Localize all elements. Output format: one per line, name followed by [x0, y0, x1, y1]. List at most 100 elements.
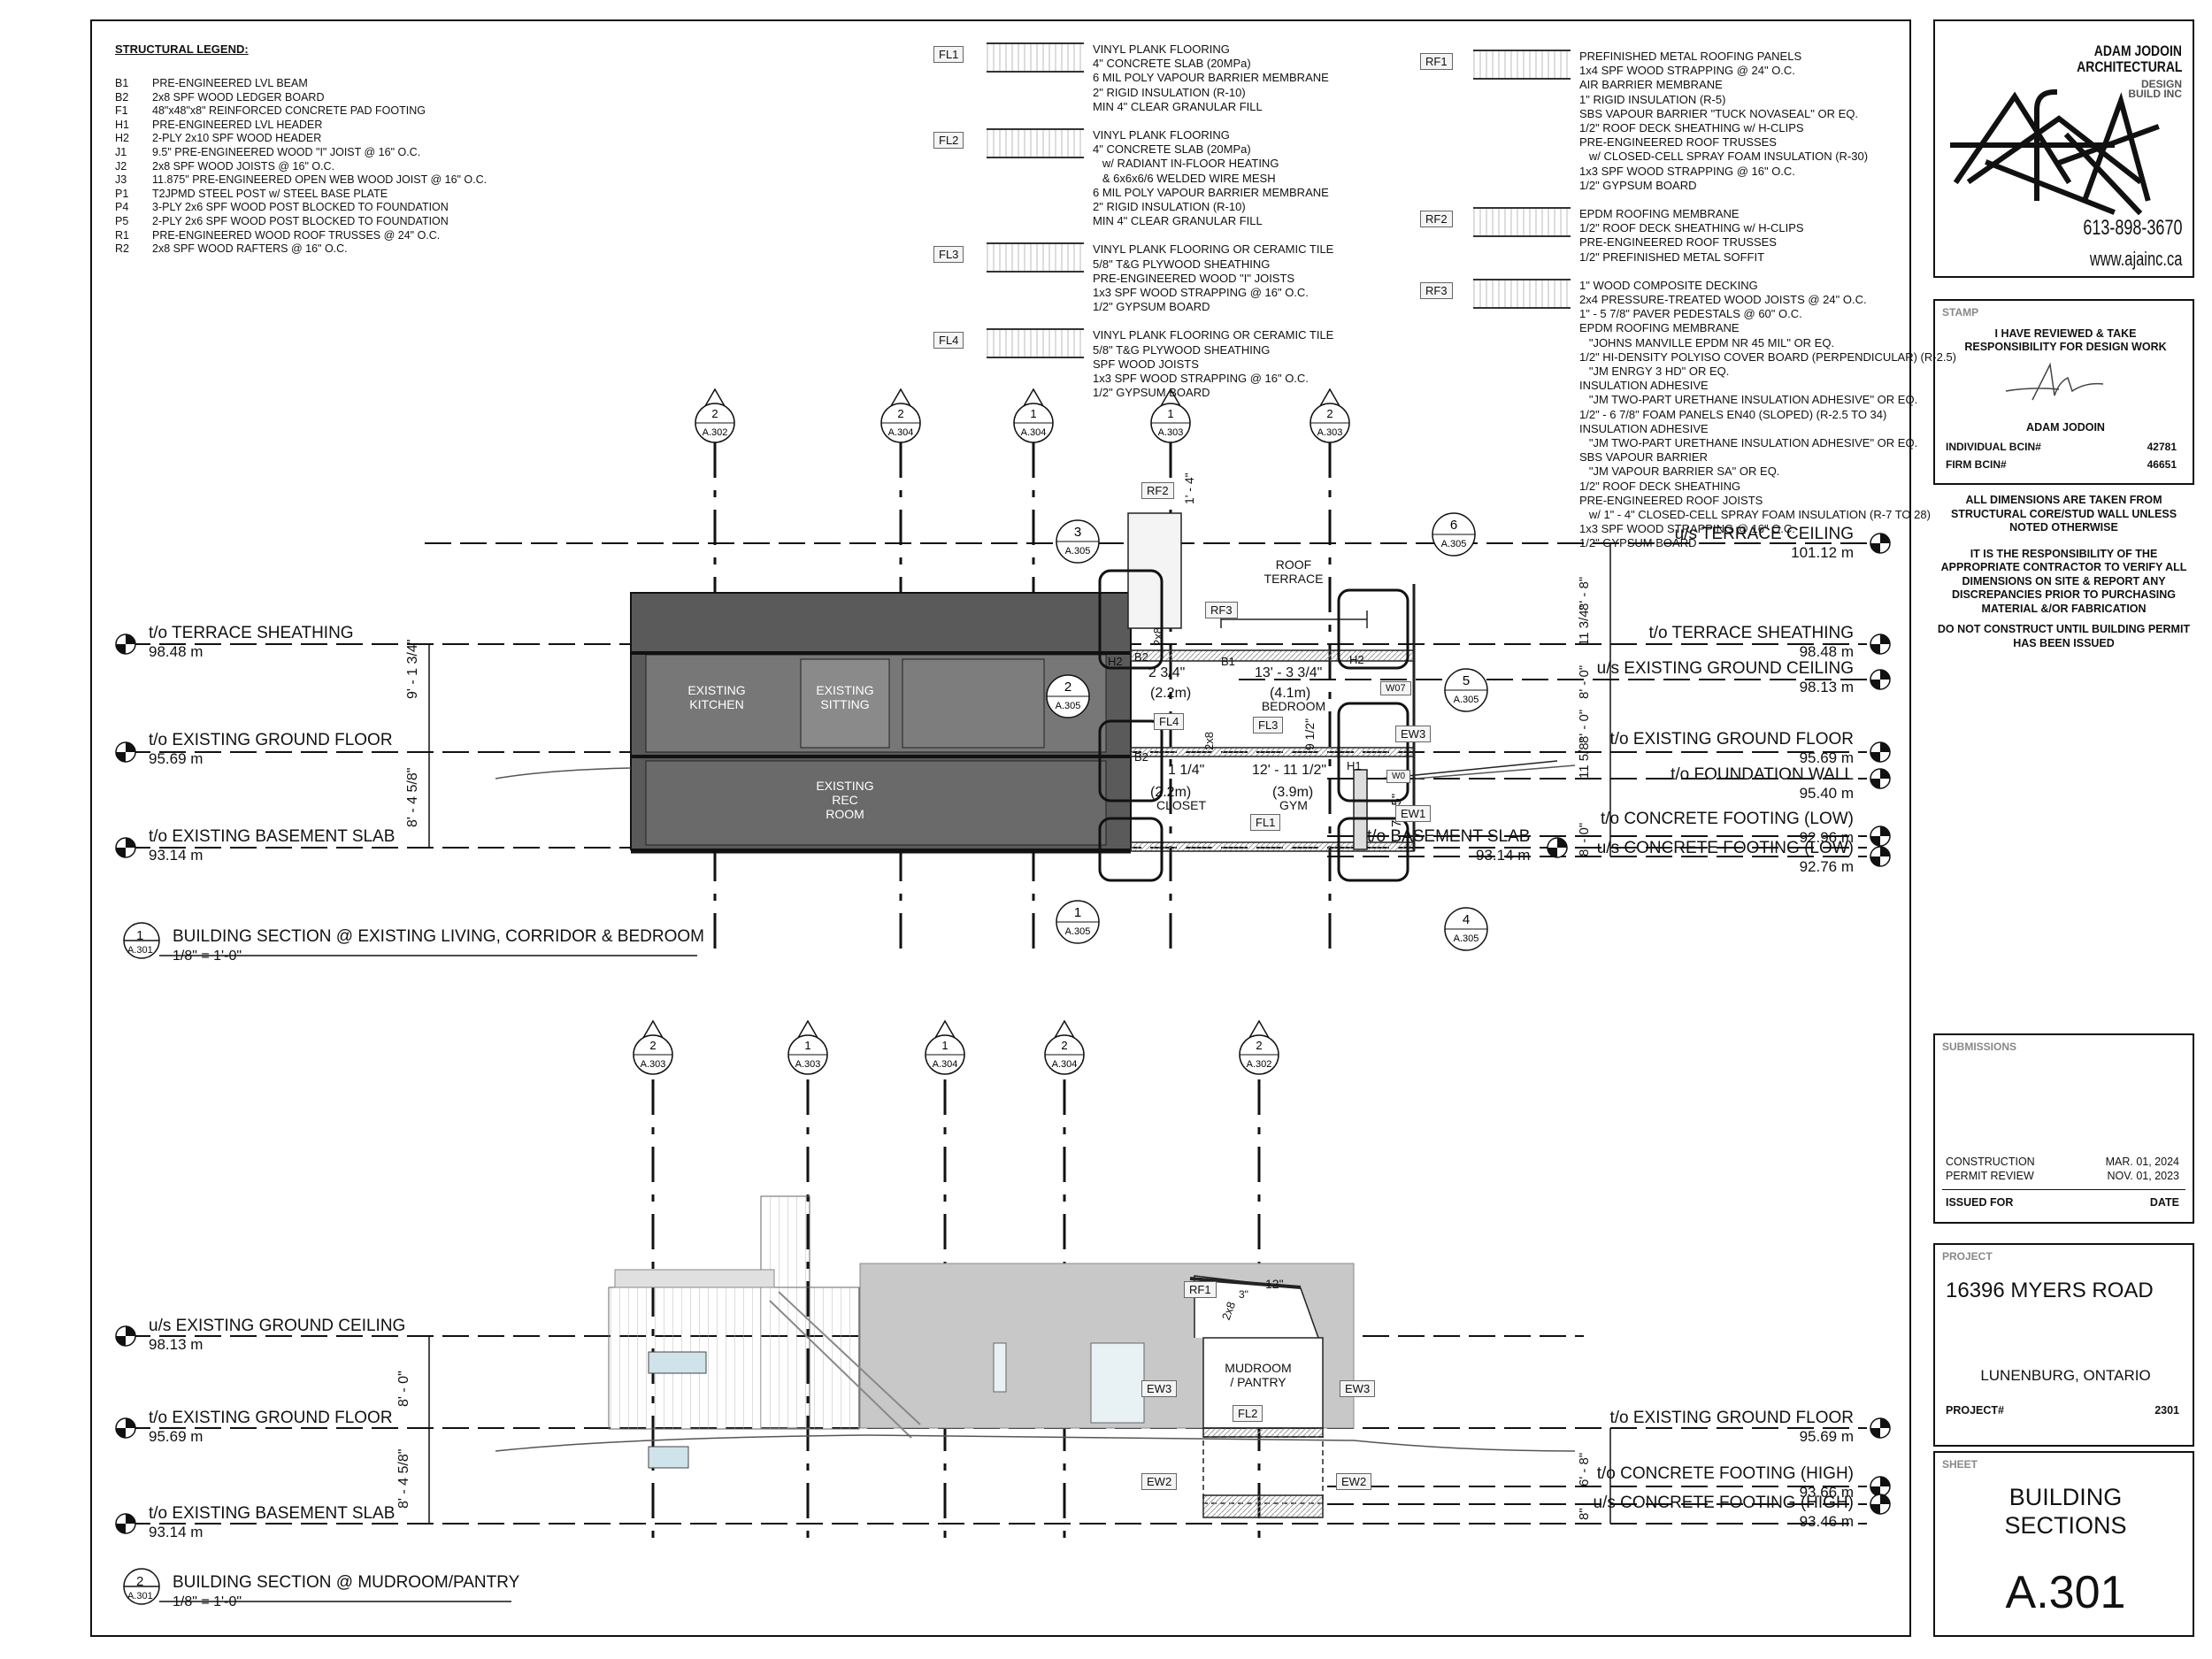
detail-sheet: A.305 — [1454, 695, 1479, 705]
tag-fl3: FL3 — [1253, 717, 1284, 733]
tag-ew3-right: EW3 — [1340, 1380, 1376, 1397]
level-value: 95.69 m — [1799, 1428, 1854, 1445]
assembly-swatch — [1473, 278, 1571, 309]
tag-fl4: FL4 — [1154, 713, 1185, 730]
assembly-lines: VINYL PLANK FLOORING OR CERAMIC TILE 5/8… — [1093, 328, 1334, 400]
level-value: 95.69 m — [1799, 749, 1854, 766]
s1-dim-right-8: 9 1/2" — [1302, 718, 1317, 750]
tag-h2-right: H2 — [1349, 653, 1364, 666]
legend-code: J3 — [115, 173, 127, 187]
legend-desc: 2x8 SPF WOOD RAFTERS @ 16" O.C. — [152, 242, 348, 256]
legend-code: J1 — [115, 145, 127, 158]
s1-level-right-7: t/o BASEMENT SLAB 93.14 m — [1367, 827, 1530, 864]
detail-num: 4 — [1463, 912, 1470, 927]
title-bubbles — [123, 922, 697, 1605]
assembly-lines: EPDM ROOFING MEMBRANE 1/2" ROOF DECK SHE… — [1579, 207, 1804, 264]
section1-num: 1 — [136, 928, 144, 943]
grid-bubble: 1A.304 — [925, 1019, 965, 1075]
firm-label: FIRM BCIN# — [1946, 458, 2007, 471]
level-name: t/o EXISTING BASEMENT SLAB — [149, 1504, 396, 1523]
grid-bubble: 1A.303 — [787, 1019, 828, 1075]
section2-scale: 1/8" = 1'-0" — [173, 1594, 242, 1609]
s1-level-right-1: t/o TERRACE SHEATHING 98.48 m — [1648, 624, 1854, 661]
logo-box: ADAM JODOIN ARCHITECTURAL DESIGN BUILD I… — [1933, 19, 2194, 278]
room-dim-7: (3.9m) — [1272, 785, 1314, 800]
tag-rf3: RF3 — [1205, 602, 1238, 618]
project-address: 16396 MYERS ROAD — [1946, 1279, 2154, 1302]
level-value: 92.76 m — [1799, 858, 1854, 875]
level-target-icon — [1870, 846, 1891, 867]
level-name: u/s CONCRETE FOOTING (HIGH) — [1593, 1494, 1855, 1512]
project-num: 2301 — [2154, 1404, 2179, 1417]
level-name: t/o EXISTING GROUND FLOOR — [1609, 1409, 1854, 1427]
detail-sheet: A.305 — [1065, 546, 1091, 557]
level-target-icon — [1870, 1476, 1891, 1497]
bcin-label: INDIVIDUAL BCIN# — [1946, 441, 2041, 453]
level-name: t/o EXISTING GROUND FLOOR — [1609, 730, 1854, 749]
grid-bubble: 2A.303 — [633, 1019, 673, 1075]
grid-bubble: 2A.303 — [1310, 388, 1350, 443]
legend-desc: 2-PLY 2x6 SPF WOOD POST BLOCKED TO FOUND… — [152, 214, 449, 227]
s1-level-left-2: t/o EXISTING BASEMENT SLAB 93.14 m — [149, 827, 395, 864]
s1-level-left-0: t/o TERRACE SHEATHING 98.48 m — [149, 624, 354, 661]
room-roof-terrace: ROOF TERRACE — [1263, 557, 1324, 586]
issued-for-header: ISSUED FOR — [1946, 1196, 2014, 1209]
assembly-lines: PREFINISHED METAL ROOFING PANELS 1x4 SPF… — [1579, 50, 1869, 192]
tag-rf1: RF1 — [1184, 1281, 1217, 1298]
logo-web: www.ajainc.ca — [2089, 248, 2182, 270]
grid-bubble-num: 2 — [1256, 1039, 1262, 1052]
grid-bubble: 2A.304 — [880, 388, 921, 443]
date-header: DATE — [2149, 1196, 2179, 1209]
project-box: PROJECT 16396 MYERS ROAD LUNENBURG, ONTA… — [1933, 1243, 2194, 1447]
level-name: t/o EXISTING GROUND FLOOR — [149, 731, 393, 749]
room-existing-sitting: EXISTING SITTING — [816, 683, 874, 711]
room-closet: CLOSET — [1156, 798, 1206, 812]
tag-2x8-bottom: 2x8 — [1202, 732, 1216, 750]
tag-ew2-left: EW2 — [1141, 1473, 1178, 1490]
stamp-name: ADAM JODOIN — [2026, 421, 2105, 434]
assembly-swatch — [987, 42, 1084, 73]
level-target-icon — [115, 1417, 136, 1439]
level-target-icon — [115, 634, 136, 655]
grid-bubble-num: 1 — [1167, 407, 1173, 420]
s2-dim-right-1: 8" — [1577, 1508, 1592, 1520]
level-value: 98.13 m — [1799, 679, 1854, 695]
sheet-number: A.301 — [2005, 1567, 2126, 1618]
room-dim-2: 13' - 3 3/4" — [1255, 665, 1323, 680]
assembly-tag: FL4 — [933, 332, 964, 349]
level-value: 93.14 m — [149, 1524, 204, 1540]
tag-rf2: RF2 — [1141, 482, 1174, 499]
level-name: t/o TERRACE SHEATHING — [1648, 624, 1854, 642]
project-header: PROJECT — [1942, 1250, 1993, 1263]
room-dim-6: 12' - 11 1/2" — [1252, 763, 1327, 778]
section1-title: BUILDING SECTION @ EXISTING LIVING, CORR… — [173, 927, 704, 946]
s2-level-right-1: t/o CONCRETE FOOTING (HIGH) 93.66 m — [1597, 1464, 1854, 1502]
level-target-icon — [1870, 634, 1891, 655]
detail-sheet: A.305 — [1441, 539, 1467, 549]
firm-value: 46651 — [2147, 458, 2177, 471]
signature-icon — [2005, 362, 2104, 401]
s2-level-right-2: u/s CONCRETE FOOTING (HIGH) 93.46 m — [1594, 1494, 1855, 1531]
logo-sub: ARCHITECTURAL — [2076, 58, 2182, 75]
sheet-header: SHEET — [1942, 1458, 1978, 1471]
detail-callout-bubble: 2A.305 — [1046, 674, 1090, 718]
stamp-statement: I HAVE REVIEWED & TAKE RESPONSIBILITY FO… — [1964, 327, 2167, 353]
grid-bubble: 2A.302 — [695, 388, 735, 443]
s1-level-right-0: u/s TERRACE CEILING 101.12 m — [1675, 525, 1854, 562]
level-name: t/o CONCRETE FOOTING (HIGH) — [1596, 1464, 1854, 1483]
s1-level-left-1: t/o EXISTING GROUND FLOOR 95.69 m — [149, 731, 393, 768]
tag-h2-left: H2 — [1108, 655, 1123, 668]
submission-0-date: MAR. 01, 2024 — [2105, 1156, 2179, 1168]
assembly-tag: RF3 — [1420, 281, 1453, 299]
grid-bubble-sheet: A.303 — [1158, 427, 1184, 438]
assembly-lines: 1" WOOD COMPOSITE DECKING 2x4 PRESSURE-T… — [1579, 278, 1956, 550]
grid-bubble-num: 1 — [804, 1039, 810, 1052]
level-name: u/s TERRACE CEILING — [1674, 525, 1854, 543]
bcin-value: 42781 — [2147, 441, 2177, 453]
legend-code: B1 — [115, 77, 129, 89]
detail-callout-bubble: 4A.305 — [1444, 907, 1488, 951]
detail-callout-bubble: 5A.305 — [1444, 668, 1488, 712]
